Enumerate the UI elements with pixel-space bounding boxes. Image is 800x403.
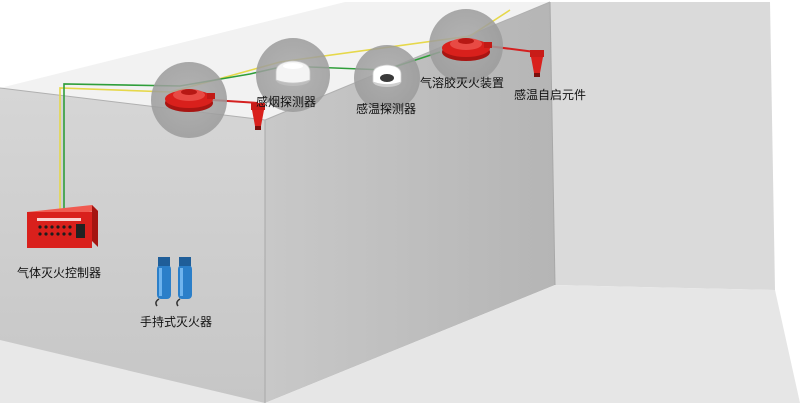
heat-trigger-right: [530, 50, 544, 77]
room-floor: [0, 340, 265, 403]
extinguisher-label: 手持式灭火器: [140, 315, 213, 329]
heat-trigger-label: 感温自启元件: [514, 88, 587, 102]
handheld-extinguisher-right: [176, 257, 192, 307]
smoke-detector: [275, 60, 311, 86]
aerosol-device-left: [165, 89, 215, 112]
heat-trigger-left: [251, 103, 265, 130]
smoke-detector-label: 感烟探测器: [256, 95, 317, 109]
gas-extinguishing-controller: [27, 205, 98, 248]
handheld-extinguisher-left: [155, 257, 171, 307]
aerosol-device-label: 气溶胶灭火装置: [420, 76, 505, 90]
room-left-edge: [550, 2, 775, 290]
room-right-wall: [265, 2, 555, 403]
room-back-wall: [0, 88, 265, 403]
controller-label: 气体灭火控制器: [17, 266, 102, 280]
aerosol-device-right: [442, 38, 492, 61]
heat-detector-label: 感温探测器: [356, 102, 417, 116]
heat-detector: [372, 64, 402, 87]
room-floor-right: [265, 285, 800, 403]
